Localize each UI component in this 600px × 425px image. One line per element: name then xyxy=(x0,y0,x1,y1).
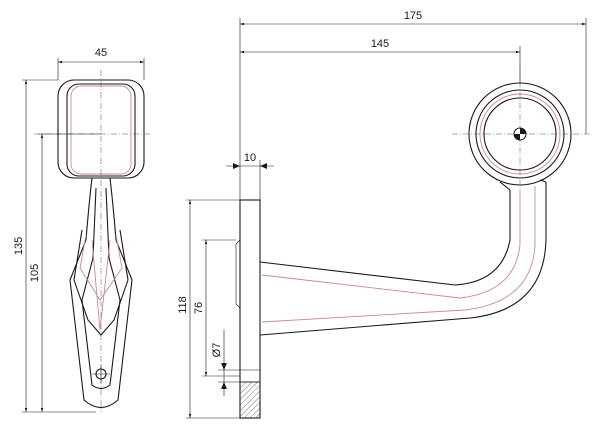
mount-plate-section xyxy=(239,381,261,419)
dim-118: 118 xyxy=(177,296,189,314)
dim-45: 45 xyxy=(95,47,107,59)
dim-d7: Ø7 xyxy=(211,343,223,358)
side-arm xyxy=(69,177,133,409)
dim-76: 76 xyxy=(193,302,205,314)
side-view: 45 135 105 xyxy=(13,47,152,413)
dim-175: 175 xyxy=(404,10,422,22)
dim-145: 145 xyxy=(371,38,389,50)
arm-inner xyxy=(259,182,547,336)
dim-105: 105 xyxy=(29,264,41,282)
arm-outer xyxy=(259,190,511,286)
dim-135: 135 xyxy=(13,237,25,255)
front-view: 175 145 10 118 76 Ø7 xyxy=(177,10,590,419)
dim-10: 10 xyxy=(244,152,256,164)
